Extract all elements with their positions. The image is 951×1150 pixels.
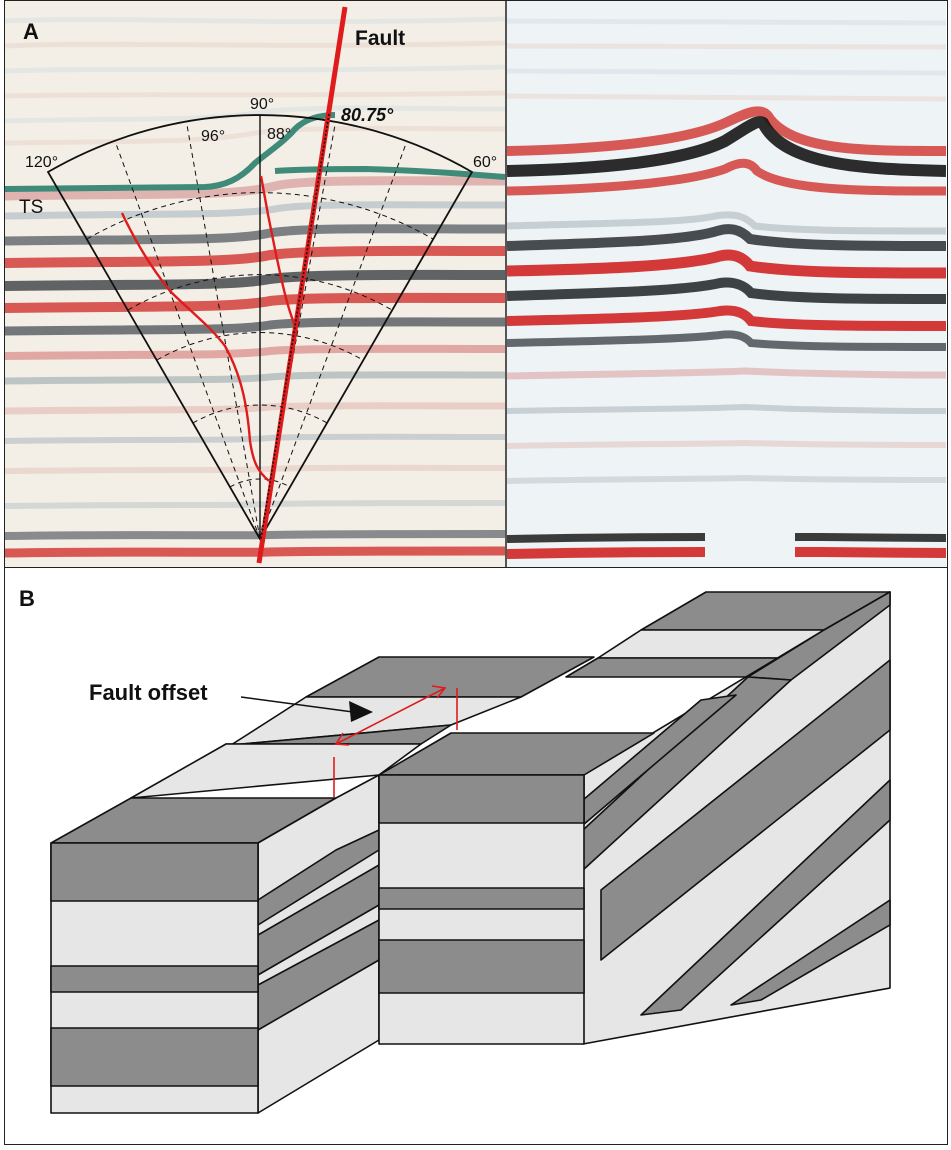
fan-outline: [46, 114, 474, 541]
fan-radial-lines: [114, 124, 408, 540]
fault-angle-label: 80.75°: [341, 105, 394, 125]
angle-fan: [46, 114, 474, 541]
annotation-arrow-head: [349, 701, 373, 722]
ts-horizon-label: TS: [19, 197, 43, 218]
right-face-dark-band-1: [600, 659, 891, 961]
fault-offset-label: Fault offset: [89, 680, 208, 705]
seismic-figure: A Fault 80.75° TS 120° 96° 90° 88° 60°: [5, 1, 947, 567]
interpreted-fault-trace-left: [120, 212, 270, 482]
seismic-panel-a: A Fault 80.75° TS 120° 96° 90° 88° 60°: [4, 0, 948, 568]
angle-label-88: 88°: [267, 126, 291, 143]
interpreted-fault-trace-center: [259, 175, 297, 327]
angle-label-60: 60°: [473, 154, 497, 171]
left-seismic-reflections: [5, 1, 505, 567]
fault-block-diagram: B Fault offset: [19, 586, 891, 1114]
annotation-arrow-line: [240, 696, 354, 713]
fault-offset-marker: [333, 685, 458, 797]
block-diagram-panel-b: B Fault offset: [4, 568, 948, 1145]
right-seismic-reflections: [507, 1, 947, 567]
angle-label-120: 120°: [25, 154, 58, 171]
ts-horizon-right: [274, 165, 505, 180]
raised-top-dark: [305, 656, 595, 698]
fault-label: Fault: [355, 27, 405, 50]
back-top-dark-2: [565, 657, 782, 678]
panel-b-label: B: [19, 586, 35, 611]
right-face-dark-band-2: [640, 779, 891, 1016]
angle-label-90: 90°: [250, 96, 274, 113]
angle-label-96: 96°: [201, 128, 225, 145]
panel-a-label: A: [23, 19, 39, 44]
